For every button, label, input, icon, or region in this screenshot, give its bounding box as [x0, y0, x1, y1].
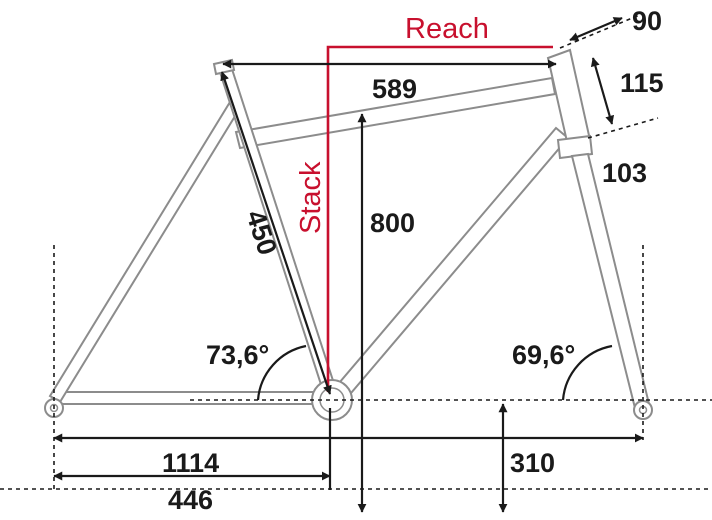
stack-value: 800: [370, 208, 415, 238]
offset-value: 90: [632, 6, 662, 36]
chainstay-tube: [53, 391, 331, 405]
dimension-arrows: [53, 16, 644, 513]
head-tube-arrow: [590, 57, 615, 125]
headset-cup: [556, 134, 594, 160]
bb-drop-value: 310: [510, 448, 555, 478]
seat-angle-arc: [256, 344, 307, 401]
reach-label: Reach: [405, 13, 489, 45]
head-angle-arc: [561, 344, 613, 401]
chainstay-value: 446: [168, 485, 213, 515]
head-tube-value: 115: [620, 68, 664, 98]
seat-angle-value: 73,6°: [206, 340, 269, 370]
offset-arrow: [569, 16, 623, 42]
seat-tube-arrow: [220, 71, 332, 395]
stack-label: Stack: [295, 161, 327, 234]
reference-lines: [0, 13, 712, 490]
head-angle-value: 69,6°: [512, 340, 575, 370]
fork: [570, 152, 652, 414]
wheelbase-value: 1114: [162, 448, 219, 478]
top-tube-value: 589: [372, 74, 417, 104]
fork-value: 103: [602, 158, 647, 188]
